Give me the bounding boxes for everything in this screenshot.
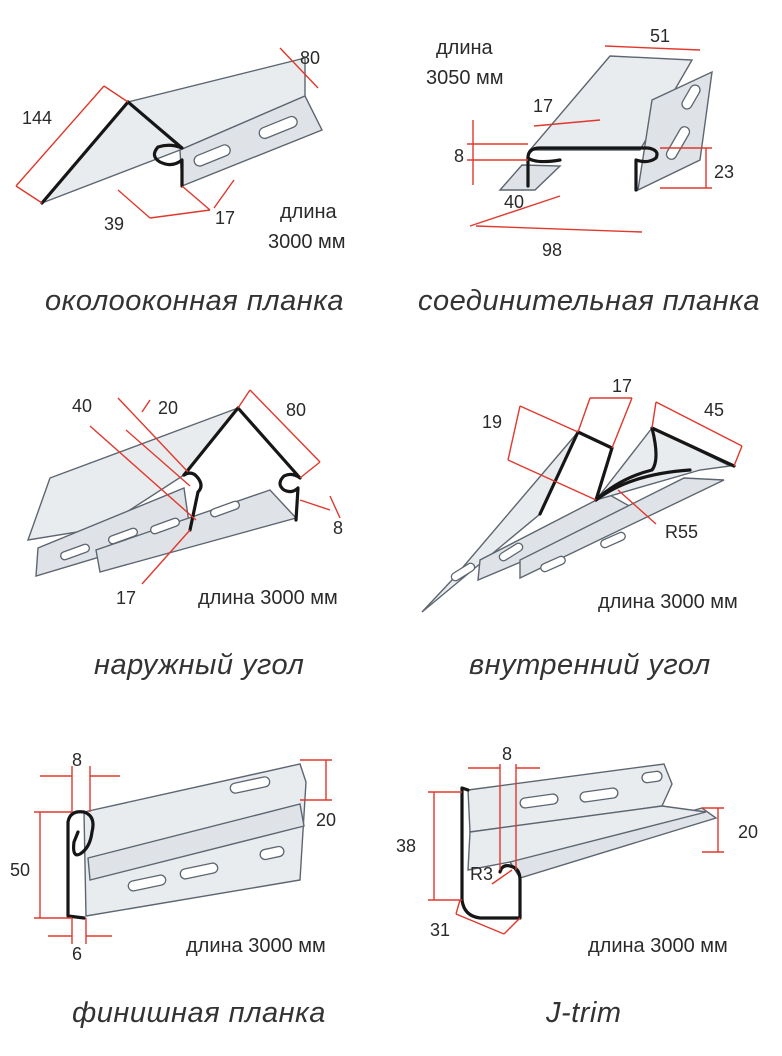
dim-6: 6 bbox=[72, 944, 82, 964]
dim-98: 98 bbox=[542, 240, 562, 260]
dim-51: 51 bbox=[650, 26, 670, 46]
outer-corner-profile: 40 20 80 8 17 длина 3000 мм наружный уго… bbox=[26, 389, 343, 681]
dim-39: 39 bbox=[104, 214, 124, 234]
dim-80: 80 bbox=[286, 400, 306, 420]
connector-strip-drawing bbox=[498, 55, 713, 192]
dim-20: 20 bbox=[738, 822, 758, 842]
profile-caption: соединительная планка bbox=[418, 285, 760, 317]
dim-17: 17 bbox=[612, 376, 632, 396]
outer-corner-dimensions: 40 20 80 8 17 bbox=[72, 389, 343, 608]
dim-40: 40 bbox=[72, 396, 92, 416]
dim-8: 8 bbox=[502, 744, 512, 764]
length-value: 3000 мм bbox=[268, 231, 346, 253]
dim-8: 8 bbox=[72, 750, 82, 770]
connector-strip-dimensions: 51 17 8 23 40 98 bbox=[454, 26, 734, 260]
profile-caption: внутренний угол bbox=[469, 649, 711, 681]
dim-23: 23 bbox=[714, 162, 734, 182]
dim-17: 17 bbox=[215, 208, 235, 228]
dim-19: 19 bbox=[482, 412, 502, 432]
dim-144: 144 bbox=[22, 108, 52, 128]
dim-8: 8 bbox=[454, 146, 464, 166]
dim-50: 50 bbox=[10, 860, 30, 880]
j-trim-drawing bbox=[460, 763, 718, 920]
dim-20: 20 bbox=[316, 810, 336, 830]
profile-caption: наружный угол bbox=[94, 649, 304, 681]
length-label: длина bbox=[436, 37, 494, 59]
j-trim-dimensions: 8 38 20 R3 31 bbox=[396, 744, 758, 940]
dim-31: 31 bbox=[430, 920, 450, 940]
finish-strip-profile: 8 20 50 6 длина 3000 мм финишная планка bbox=[10, 750, 336, 1029]
length-text: длина 3000 мм bbox=[198, 587, 338, 609]
inner-corner-drawing bbox=[421, 426, 736, 613]
dim-45: 45 bbox=[704, 400, 724, 420]
finish-strip-drawing bbox=[66, 763, 307, 920]
dim-38: 38 bbox=[396, 836, 416, 856]
profile-caption: околооконная планка bbox=[45, 285, 344, 317]
length-text: длина 3000 мм bbox=[186, 935, 326, 957]
length-label: длина bbox=[280, 201, 338, 223]
length-value: 3050 мм bbox=[426, 67, 504, 89]
length-text: длина 3000 мм bbox=[598, 591, 738, 613]
profile-caption: финишная планка bbox=[72, 997, 326, 1029]
outer-corner-drawing bbox=[26, 406, 302, 577]
dim-17: 17 bbox=[116, 588, 136, 608]
dim-20: 20 bbox=[158, 398, 178, 418]
dim-8: 8 bbox=[333, 518, 343, 538]
connector-strip-profile: 51 17 8 23 40 98 длина 3050 мм соедините… bbox=[418, 26, 760, 317]
length-text: длина 3000 мм bbox=[588, 935, 728, 957]
finish-strip-dimensions: 8 20 50 6 bbox=[10, 750, 336, 964]
dim-r55: R55 bbox=[665, 522, 698, 542]
dim-17: 17 bbox=[533, 96, 553, 116]
dim-40: 40 bbox=[504, 192, 524, 212]
window-trim-dimensions: 144 80 39 17 bbox=[15, 47, 320, 234]
profile-caption: J-trim bbox=[545, 997, 621, 1029]
dim-r3: R3 bbox=[470, 864, 493, 884]
j-trim-profile: 8 38 20 R3 31 длина 3000 мм J-trim bbox=[396, 744, 758, 1029]
inner-corner-profile: 17 19 45 R55 длина 3000 мм внутренний уг… bbox=[421, 376, 743, 681]
window-trim-drawing bbox=[40, 57, 323, 205]
inner-corner-dimensions: 17 19 45 R55 bbox=[482, 376, 743, 542]
dim-80: 80 bbox=[300, 48, 320, 68]
window-trim-profile: 144 80 39 17 длина 3000 мм околооконная … bbox=[15, 47, 346, 317]
